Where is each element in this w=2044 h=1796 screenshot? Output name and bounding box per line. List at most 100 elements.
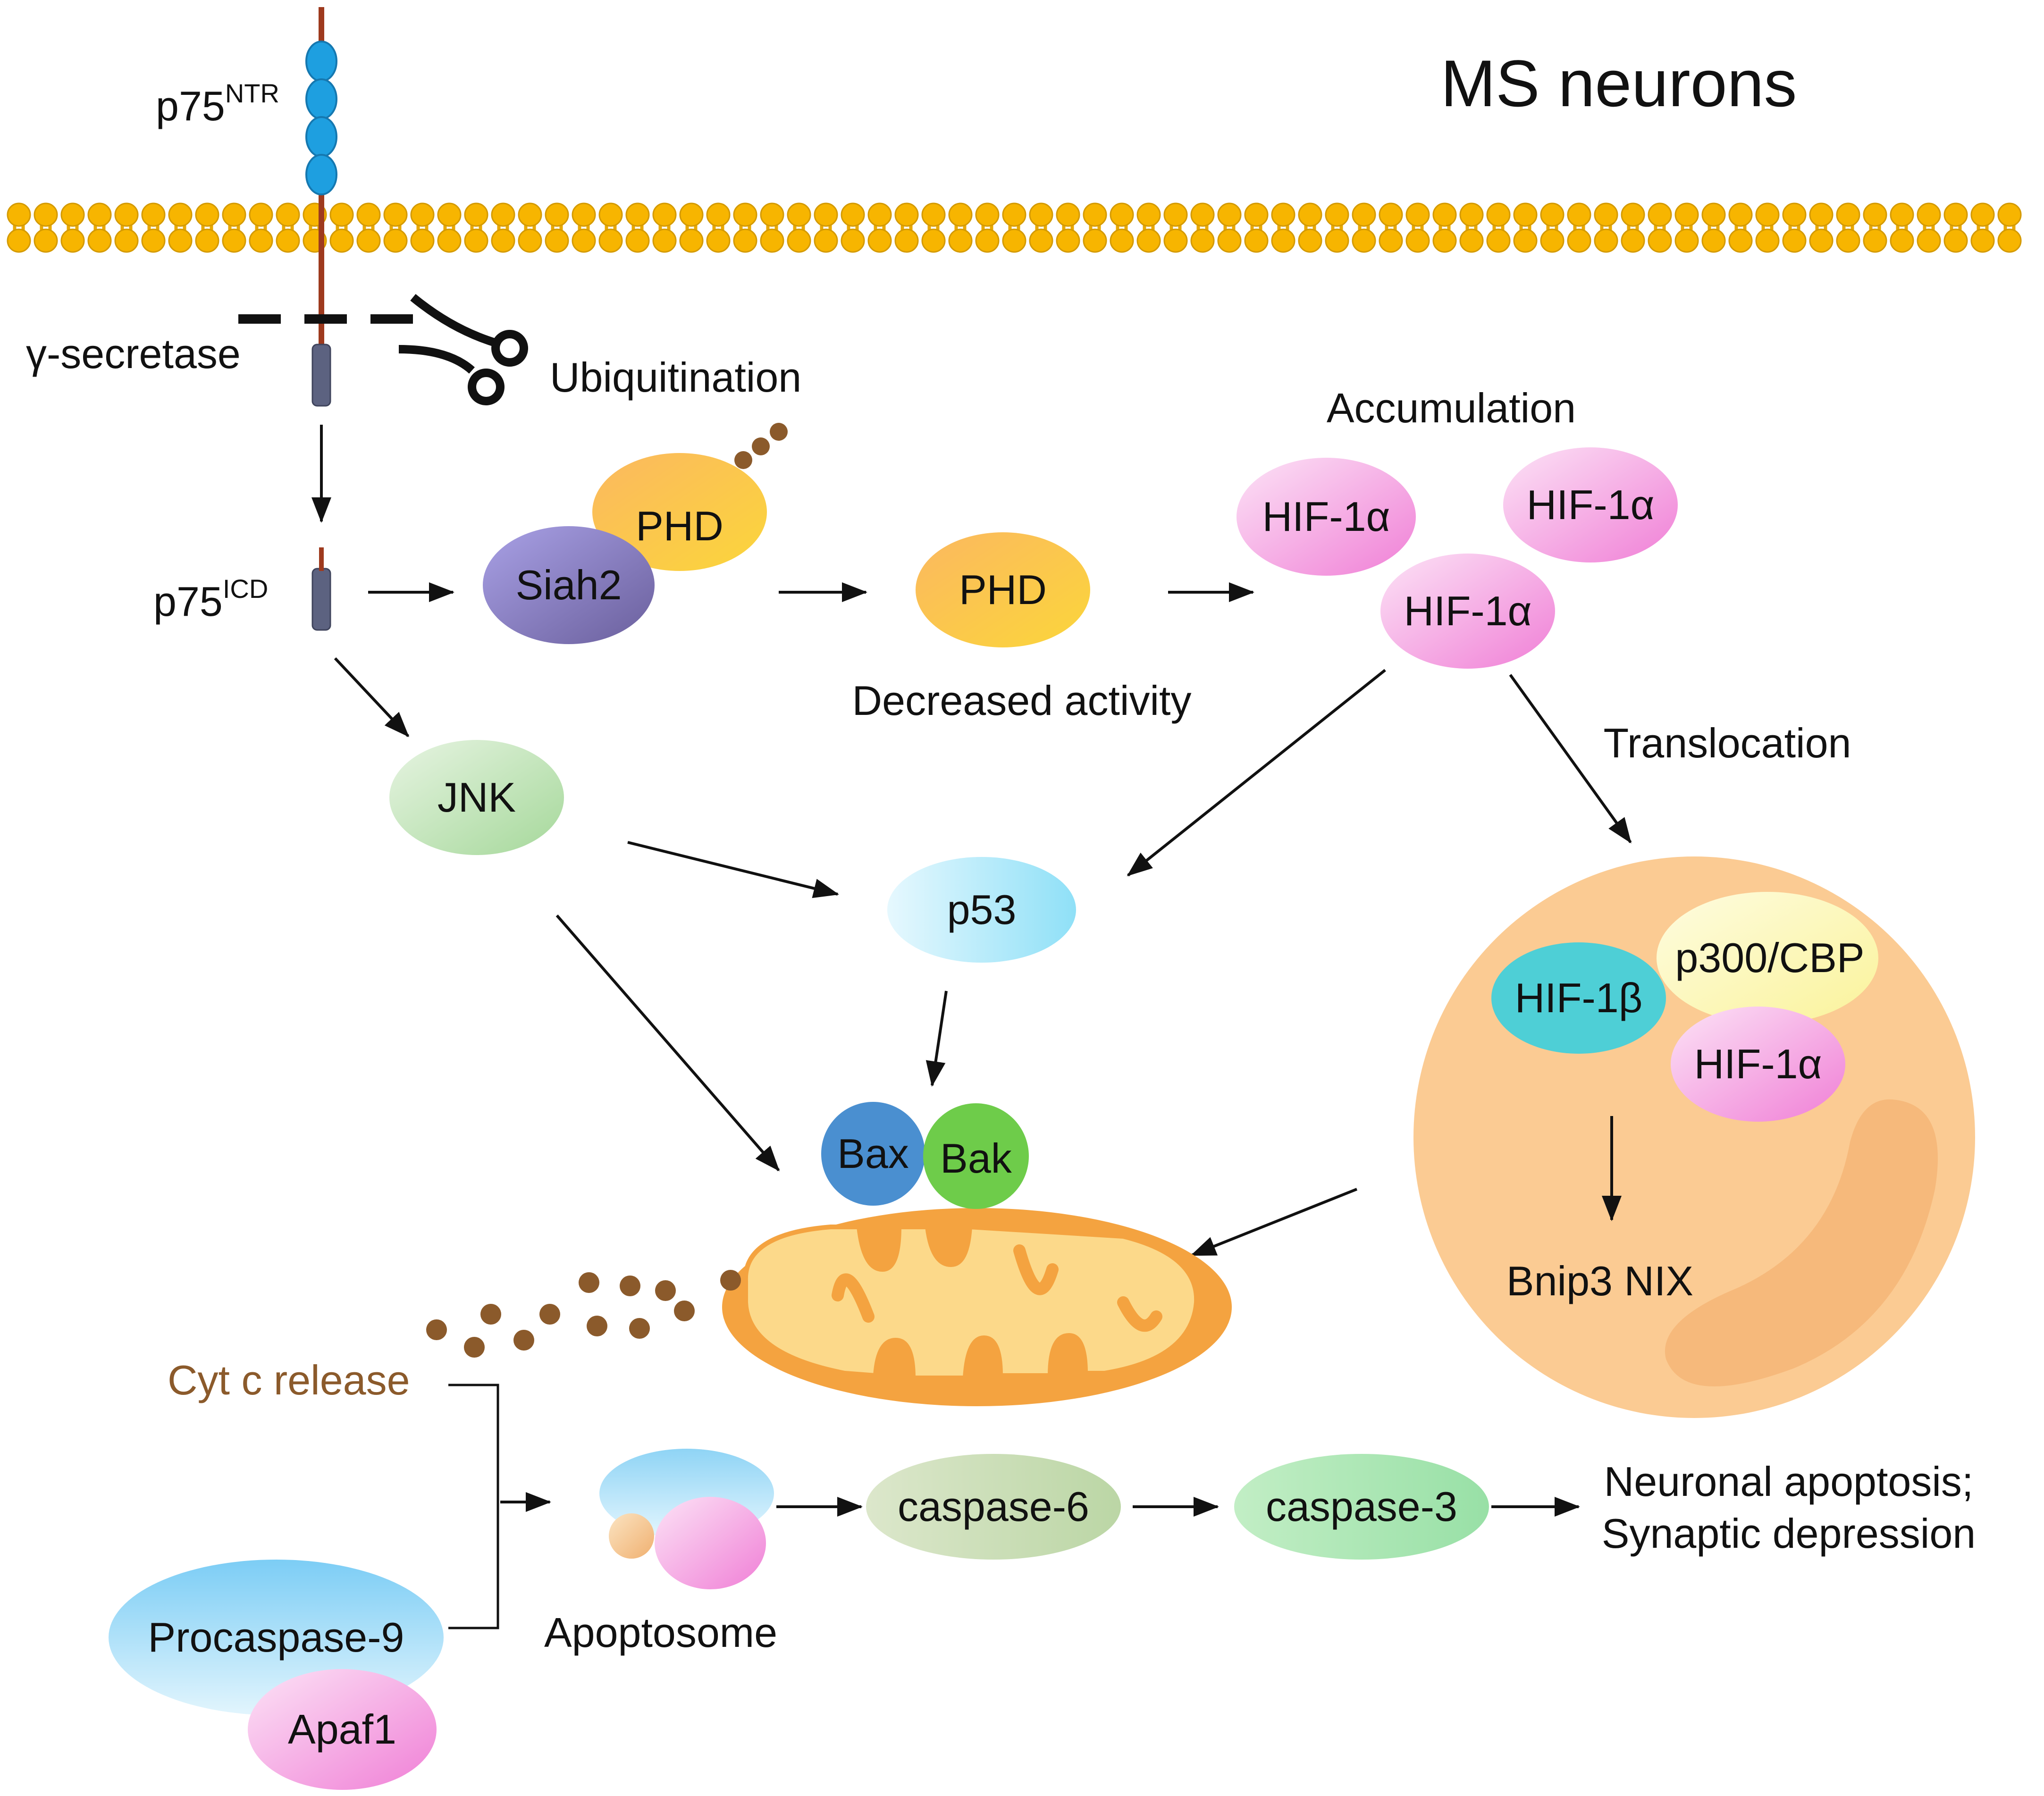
- lipid-head: [625, 228, 650, 253]
- lipid-head: [545, 202, 569, 227]
- lipid-head: [195, 202, 219, 227]
- cytochrome-c-dot: [674, 1301, 695, 1321]
- lipid-head: [1298, 202, 1322, 227]
- lipid-head: [706, 228, 731, 253]
- caspase6-label: caspase-6: [898, 1483, 1089, 1530]
- lipid-head: [114, 202, 139, 227]
- lipid-head: [1755, 228, 1780, 253]
- lipid-head: [1244, 228, 1269, 253]
- lipid-head: [1943, 228, 1968, 253]
- lipid-head: [814, 202, 838, 227]
- lipid-head: [491, 202, 515, 227]
- lipid-head: [1002, 202, 1026, 227]
- lipid-head: [1755, 202, 1780, 227]
- lipid-head: [1674, 202, 1699, 227]
- lipid-head: [410, 202, 435, 227]
- lipid-head: [1540, 202, 1565, 227]
- lipid-head: [249, 202, 273, 227]
- lipid-head: [141, 202, 166, 227]
- lipid-head: [598, 228, 623, 253]
- lipid-head: [168, 228, 193, 253]
- lipid-head: [625, 202, 650, 227]
- hif1a-node-3: [1380, 554, 1555, 669]
- lipid-head: [518, 228, 542, 253]
- lipid-head: [1271, 202, 1295, 227]
- caspase3-node: [1234, 1454, 1489, 1560]
- p53-node: [887, 857, 1076, 963]
- caspase3-label: caspase-3: [1266, 1483, 1457, 1530]
- lipid-head: [437, 228, 462, 253]
- outcome-line-2: Synaptic depression: [1602, 1510, 1976, 1557]
- lipid-head: [787, 202, 811, 227]
- lipid-head: [1648, 202, 1672, 227]
- lipid-head: [1271, 228, 1295, 253]
- lipid-head: [1405, 202, 1430, 227]
- lipid-head: [1809, 228, 1834, 253]
- lipid-head: [867, 202, 892, 227]
- lipid-head: [1352, 202, 1376, 227]
- cytochrome-c-dot: [426, 1319, 447, 1340]
- lipid-head: [1513, 228, 1538, 253]
- lipid-head: [1890, 202, 1914, 227]
- bak-node: [923, 1103, 1029, 1209]
- cytochrome-c-dot: [629, 1318, 650, 1339]
- lipid-head: [1432, 202, 1457, 227]
- lipid-head: [1701, 228, 1726, 253]
- apoptosome-complex: [599, 1449, 774, 1589]
- lipid-head: [1621, 228, 1645, 253]
- lipid-head: [141, 228, 166, 253]
- lipid-head: [1217, 202, 1242, 227]
- lipid-head: [1836, 202, 1860, 227]
- lipid-head: [1298, 228, 1322, 253]
- hif1b-node: [1491, 942, 1666, 1054]
- lipid-head: [276, 228, 300, 253]
- lipid-head: [814, 228, 838, 253]
- hif1a-label-3: HIF-1α: [1404, 587, 1532, 634]
- lipid-head: [1567, 228, 1591, 253]
- lipid-head: [1943, 202, 1968, 227]
- phd-node: [916, 532, 1090, 647]
- bax-node: [821, 1102, 925, 1206]
- lipid-head: [1997, 228, 2022, 253]
- lipid-head: [1513, 202, 1538, 227]
- lipid-head: [894, 228, 919, 253]
- lipid-head: [841, 228, 865, 253]
- p75icd-label: p75ICD: [153, 574, 268, 625]
- caspase6-node: [866, 1454, 1121, 1560]
- lipid-head: [1917, 202, 1941, 227]
- outcome-line-1: Neuronal apoptosis;: [1604, 1458, 1974, 1505]
- lipid-head: [1486, 202, 1511, 227]
- lipid-head: [195, 228, 219, 253]
- lipid-head: [1890, 228, 1914, 253]
- lipid-head: [679, 228, 704, 253]
- p300cbp-label: p300/CBP: [1675, 934, 1864, 981]
- lipid-head: [841, 202, 865, 227]
- hif1a-label-2: HIF-1α: [1527, 481, 1655, 528]
- lipid-head: [114, 228, 139, 253]
- bak-label: Bak: [940, 1135, 1012, 1182]
- lipid-head: [1970, 228, 1995, 253]
- bnip3-nix-label: Bnip3 NIX: [1506, 1258, 1693, 1304]
- lipid-head: [491, 228, 515, 253]
- lipid-head: [1379, 228, 1403, 253]
- lipid-head: [87, 228, 112, 253]
- phd-label: PHD: [959, 566, 1047, 613]
- cytochrome-c-dot: [513, 1330, 534, 1351]
- lipid-head: [1970, 202, 1995, 227]
- jnk-label: JNK: [437, 774, 516, 821]
- lipid-head: [1136, 228, 1161, 253]
- lipid-head: [1567, 202, 1591, 227]
- lipid-head: [1728, 228, 1753, 253]
- lipid-head: [1136, 202, 1161, 227]
- lipid-head: [1809, 202, 1834, 227]
- lipid-head: [1190, 228, 1215, 253]
- lipid-head: [1110, 228, 1134, 253]
- lipid-head: [1621, 202, 1645, 227]
- lipid-head: [329, 228, 354, 253]
- lipid-head: [1648, 228, 1672, 253]
- lipid-head: [921, 228, 946, 253]
- lipid-head: [1217, 228, 1242, 253]
- jnk-node: [389, 740, 564, 855]
- cyt-c-release-label: Cyt c release: [168, 1357, 410, 1403]
